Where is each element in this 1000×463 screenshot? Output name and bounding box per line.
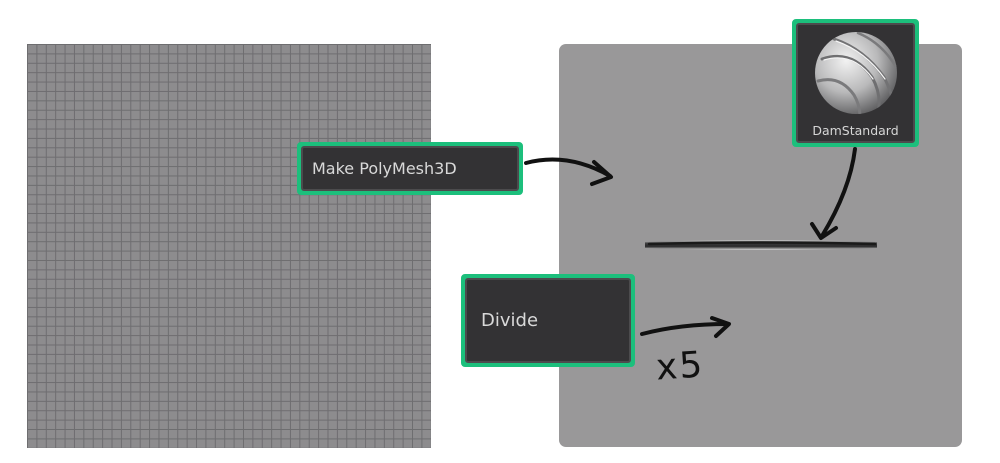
make-polymesh3d-button[interactable]: Make PolyMesh3D — [301, 146, 519, 191]
divide-label: Divide — [481, 310, 539, 331]
make-polymesh3d-label: Make PolyMesh3D — [312, 159, 457, 178]
damstandard-brush-button[interactable]: DamStandard — [796, 23, 915, 143]
damstandard-brush-label: DamStandard — [812, 123, 899, 138]
subdivided-mesh-grid — [27, 44, 431, 448]
divide-highlight: Divide — [461, 274, 635, 367]
dam-standard-crease — [645, 240, 877, 250]
divide-button[interactable]: Divide — [465, 278, 631, 363]
subdivision-multiplier-note: x5 — [654, 344, 706, 389]
damstandard-brush-icon — [814, 32, 897, 114]
make-polymesh-highlight: Make PolyMesh3D — [297, 142, 523, 195]
brush-highlight: DamStandard — [792, 19, 919, 147]
